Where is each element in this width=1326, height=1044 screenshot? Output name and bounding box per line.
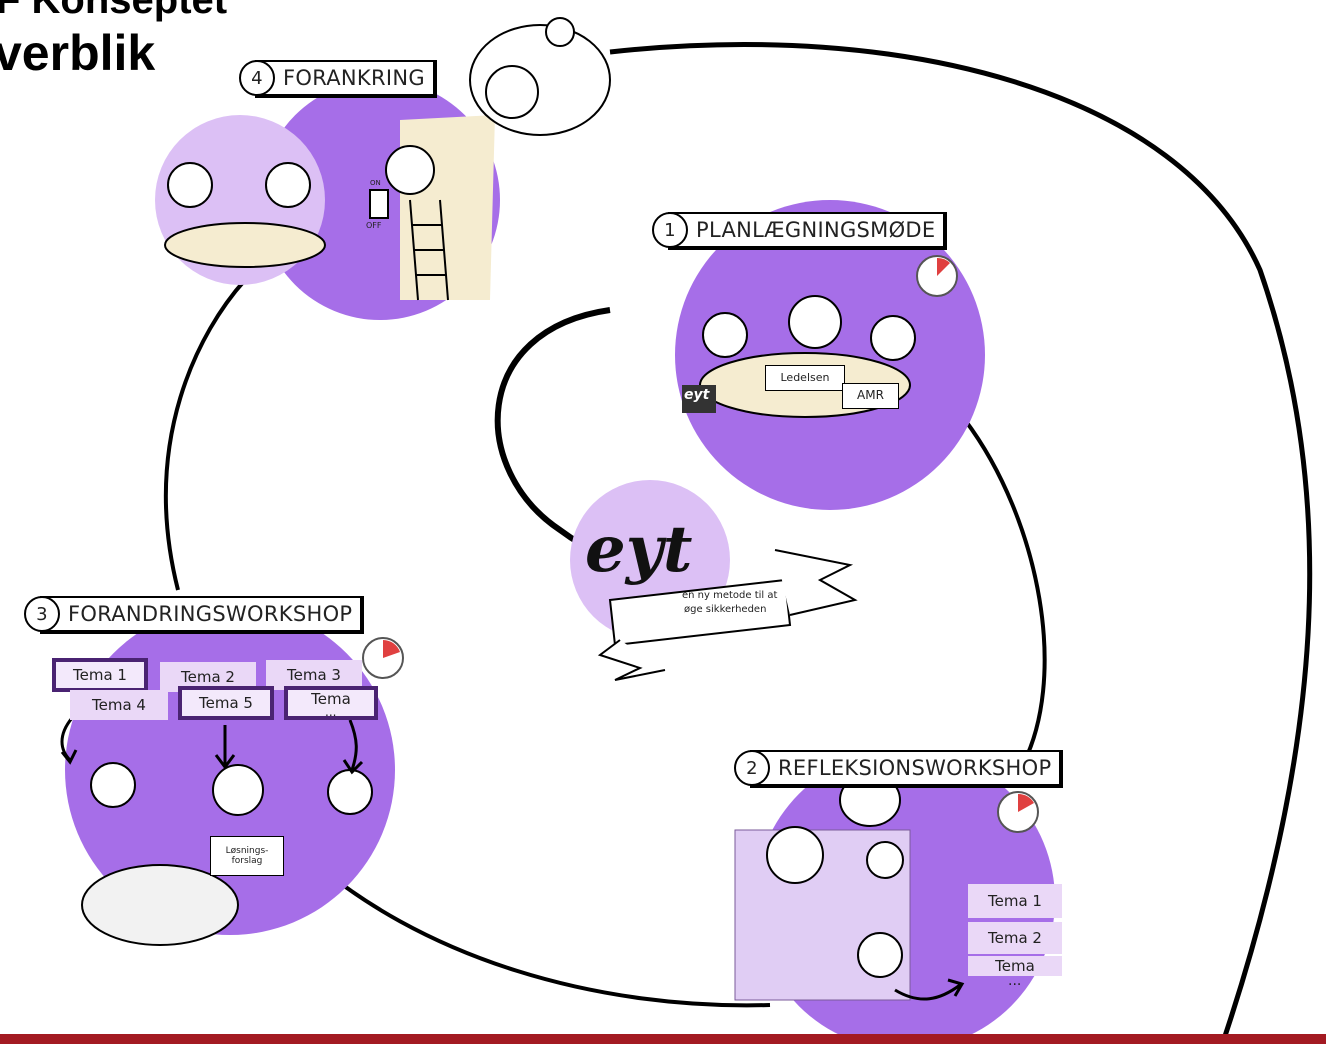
card-amr: AMR <box>842 383 899 409</box>
refleksion-tema-more: ... <box>1008 973 1022 989</box>
refleksion-tema-1: Tema 1 <box>968 884 1062 918</box>
spiral-arc-2-3 <box>298 848 771 1008</box>
stage-title-planlaegning: PLANLÆGNINGSMØDE <box>696 218 936 242</box>
stage-number-1: 1 <box>652 212 688 248</box>
clock-icon-2-sector <box>1018 793 1034 812</box>
thinking-person-icon <box>485 65 539 119</box>
planlaegning-person-1 <box>702 312 748 358</box>
stage-number-2: 2 <box>734 750 770 786</box>
lightbulb-icon <box>545 17 575 47</box>
forandring-tema-3: Tema 3 <box>266 660 362 690</box>
forandring-tema-5: Tema 5 <box>178 686 274 720</box>
arrow-3-icon <box>342 719 364 775</box>
refleksion-person-2 <box>866 841 904 879</box>
center-tagline-1: en ny metode til at <box>682 590 778 601</box>
solution-line-1: Løsnings- <box>225 846 269 856</box>
stage-number-3: 3 <box>24 596 60 632</box>
solution-card: Løsnings- forslag <box>210 836 284 876</box>
switch-off-label: OFF <box>366 221 382 230</box>
page-title-line-2: verblik <box>0 25 156 81</box>
spiral-arc-3-4 <box>163 278 247 591</box>
forandring-tema-4: Tema 4 <box>70 690 168 720</box>
forankring-person-2 <box>265 162 311 208</box>
banner-tail-left <box>597 639 666 681</box>
solution-line-2: forslag <box>231 855 263 866</box>
refleksion-person-1 <box>766 826 824 884</box>
card-ledelsen: Ledelsen <box>765 365 845 391</box>
footer-bar <box>0 1034 1326 1044</box>
planlaegning-person-2 <box>788 295 842 349</box>
clock-icon-3-sector <box>383 640 400 658</box>
banner-ribbon <box>608 578 792 647</box>
stage-label-forandring: 3 FORANDRINGSWORKSHOP <box>24 596 365 634</box>
group-3-icon <box>327 769 373 815</box>
forankring-person-3 <box>385 145 435 195</box>
forandring-tema-more: ... <box>325 705 337 719</box>
planlaegning-person-3 <box>870 315 916 361</box>
forandring-tema-6: Tema <box>284 686 378 720</box>
ladder-icon <box>409 199 449 301</box>
center-tagline-2: øge sikkerheden <box>684 604 767 615</box>
stage-title-forankring: FORANKRING <box>283 66 425 90</box>
stage-label-forankring: 4 FORANKRING <box>239 60 437 98</box>
forandring-tema-1: Tema 1 <box>52 658 148 692</box>
arrow-1-icon <box>60 717 78 765</box>
forankring-table <box>164 222 326 268</box>
clock-icon-1-sector <box>937 257 950 276</box>
stage-label-refleksion: 2 REFLEKSIONSWORKSHOP <box>734 750 1064 788</box>
stage-number-4: 4 <box>239 60 275 96</box>
refleksion-tema-3: Tema <box>968 956 1062 976</box>
banner-tail-right <box>774 549 858 616</box>
group-2-icon <box>212 764 264 816</box>
spiral-arc-1-2 <box>963 418 1047 771</box>
stage-title-refleksion: REFLEKSIONSWORKSHOP <box>778 756 1052 780</box>
refleksion-person-3 <box>857 932 903 978</box>
spiral-path <box>609 42 1313 1037</box>
center-logo: eyt <box>585 512 693 587</box>
group-1-icon <box>90 762 136 808</box>
arrow-2-icon <box>214 725 236 770</box>
stage-label-planlaegning: 1 PLANLÆGNINGSMØDE <box>652 212 948 250</box>
page-title-line-1: F Konseptet <box>0 0 228 22</box>
refleksion-tema-2: Tema 2 <box>968 922 1062 954</box>
forandring-table <box>81 864 239 946</box>
switch-icon <box>369 189 389 219</box>
switch-on-label: ON <box>370 179 381 187</box>
forankring-wall <box>400 115 495 300</box>
forankring-person-1 <box>167 162 213 208</box>
planlaegning-badge-bg <box>682 385 716 413</box>
planning-badge: eyt <box>684 387 710 403</box>
refleksion-arrow <box>894 978 965 1001</box>
stage-title-forandring: FORANDRINGSWORKSHOP <box>68 602 353 626</box>
